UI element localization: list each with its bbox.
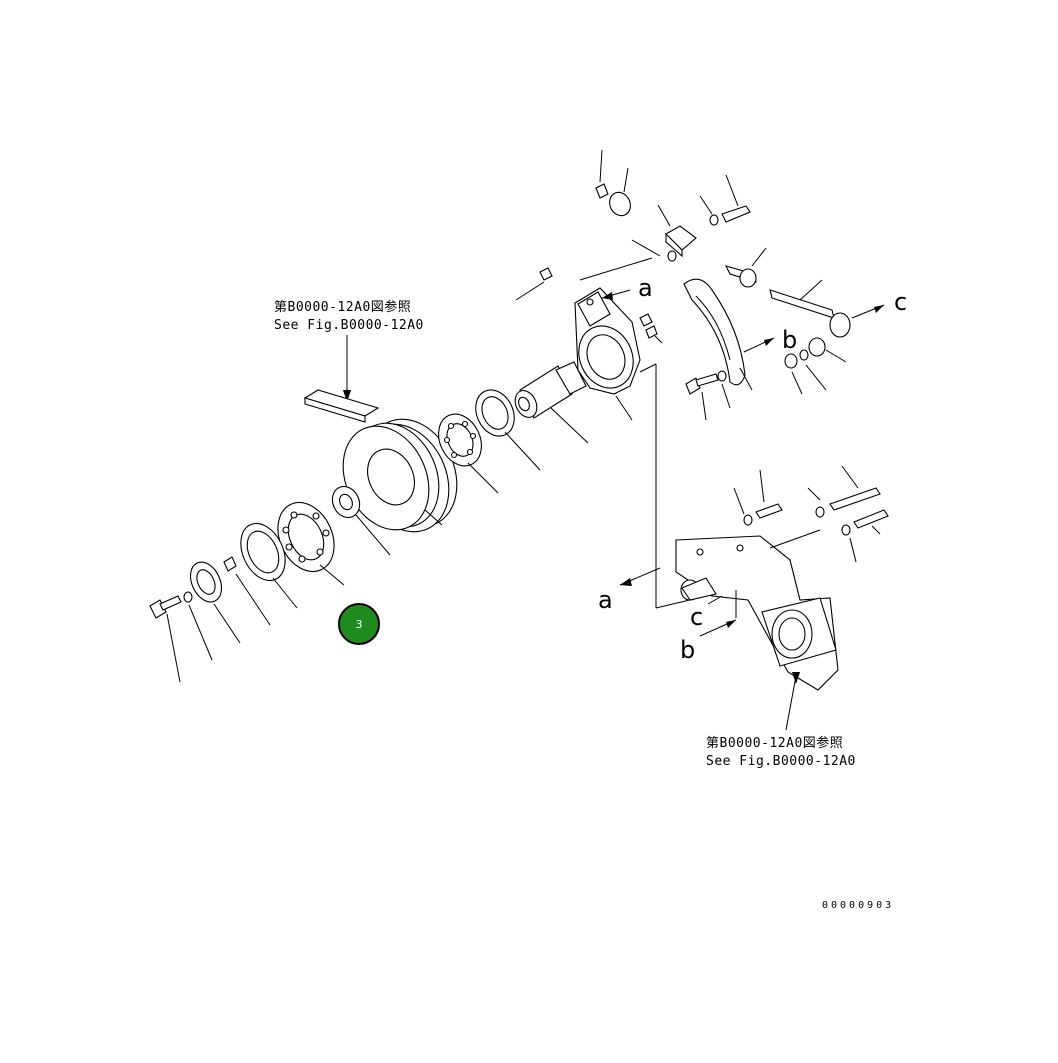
callout-3[interactable]: 3 <box>338 603 380 645</box>
top-bracket <box>595 149 767 288</box>
callout-marker[interactable] <box>338 603 380 645</box>
reference-bottom-en: See Fig.B0000-12A0 <box>706 754 856 769</box>
small-washer <box>183 591 213 661</box>
connector-c-bottom-label: c <box>690 603 703 631</box>
reference-top-en: See Fig.B0000-12A0 <box>274 318 424 333</box>
housing-bolts <box>515 267 663 344</box>
connector-c-bottom: c <box>690 595 723 631</box>
connector-a-top-label: a <box>638 274 653 302</box>
shaft <box>514 361 589 444</box>
bearing-right <box>438 413 499 494</box>
bearing-left <box>277 502 345 586</box>
connector-b-bottom: b <box>680 590 737 664</box>
race-ring-right <box>475 389 541 471</box>
pin <box>223 556 271 626</box>
connector-a-bottom: a <box>598 567 661 614</box>
reference-bottom-jp: 第B0000-12A0図参照 <box>706 735 843 751</box>
bolt-left <box>149 595 182 683</box>
slotted-arm <box>683 278 753 391</box>
connector-a-top: a <box>601 274 653 302</box>
document-number: 00000903 <box>822 900 894 911</box>
callout-number: 3 <box>356 618 363 631</box>
connector-b-top: b <box>743 326 797 354</box>
key-part <box>303 389 380 423</box>
plate-washer <box>189 561 241 644</box>
reference-note-top: 第B0000-12A0図参照 See Fig.B0000-12A0 <box>274 299 424 402</box>
connector-b-top-label: b <box>782 326 797 354</box>
connector-b-bottom-label: b <box>680 636 695 664</box>
race-ring <box>240 522 298 609</box>
reference-top-jp: 第B0000-12A0図参照 <box>274 299 411 315</box>
arm-bolt <box>685 370 731 421</box>
rod-nuts <box>784 337 847 395</box>
lower-bracket <box>675 535 839 691</box>
adjusting-rod <box>769 279 851 338</box>
lower-bolts <box>733 465 889 563</box>
lock-nut <box>331 485 391 556</box>
pulley <box>342 418 458 533</box>
connector-c-top-label: c <box>894 288 907 316</box>
housing <box>574 287 641 421</box>
connector-a-bottom-label: a <box>598 586 613 614</box>
connector-c-top: c <box>851 288 907 319</box>
reference-note-bottom: 第B0000-12A0図参照 See Fig.B0000-12A0 <box>706 672 856 769</box>
